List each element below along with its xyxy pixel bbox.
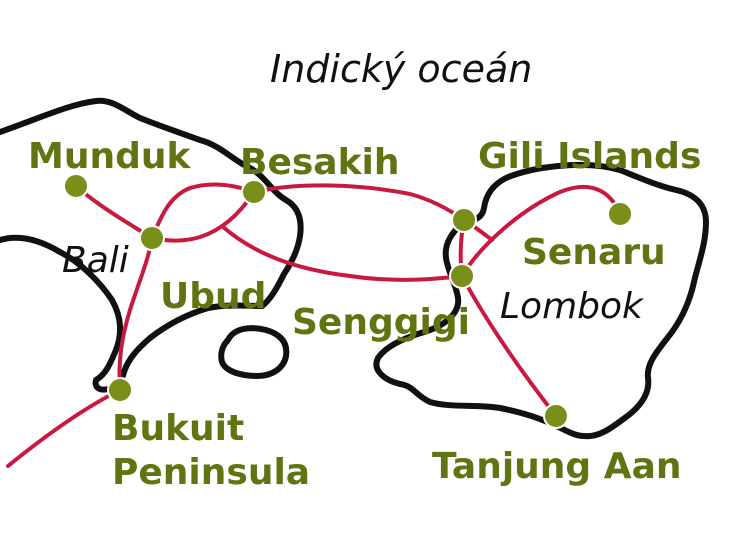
route-besakih-gili: [252, 183, 494, 242]
route-bukuit-offshore: [6, 388, 122, 468]
stop-senaru[interactable]: [607, 201, 633, 227]
route-bukuit-ubud: [117, 236, 154, 392]
island-label-lombok: Lombok: [500, 286, 645, 327]
place-label-senggigi: Senggigi: [292, 302, 470, 343]
lombok-coast: [373, 161, 709, 440]
route-senggigi-senaru: [460, 185, 622, 278]
stop-gili[interactable]: [451, 207, 477, 233]
stop-bukuit[interactable]: [107, 377, 133, 403]
route-besakih-senggigi: [220, 224, 464, 282]
route-senggigi-tanjung: [460, 274, 558, 418]
ocean-label: Indický oceán: [270, 47, 532, 91]
island-label-bali: Bali: [62, 240, 129, 281]
place-label-besakih: Besakih: [240, 142, 400, 183]
place-label-bukuit-line2: Peninsula: [112, 452, 310, 493]
place-label-tanjung: Tanjung Aan: [432, 446, 682, 487]
stop-besakih[interactable]: [241, 179, 267, 205]
stop-ubud[interactable]: [139, 225, 165, 251]
stop-senggigi[interactable]: [449, 263, 475, 289]
route-munduk-ubud: [74, 184, 154, 240]
place-label-gili: Gili Islands: [478, 136, 701, 177]
bali-south-coast: [0, 234, 265, 393]
stop-tanjung[interactable]: [543, 403, 569, 429]
place-label-bukuit-line1: Bukuit: [112, 408, 244, 449]
stop-munduk[interactable]: [63, 173, 89, 199]
stops: [63, 173, 633, 429]
place-label-senaru: Senaru: [522, 232, 666, 273]
place-label-munduk: Munduk: [28, 136, 191, 177]
nusa-penida-island: [218, 325, 290, 379]
bali-north-coast: [0, 97, 304, 309]
labels: Indický oceán Bali Lombok Munduk Besakih…: [28, 47, 701, 493]
place-label-ubud: Ubud: [160, 276, 266, 317]
route-ubud-besakih-north: [150, 182, 256, 240]
route-ubud-besakih-south: [150, 190, 256, 243]
coastlines: [0, 97, 709, 440]
